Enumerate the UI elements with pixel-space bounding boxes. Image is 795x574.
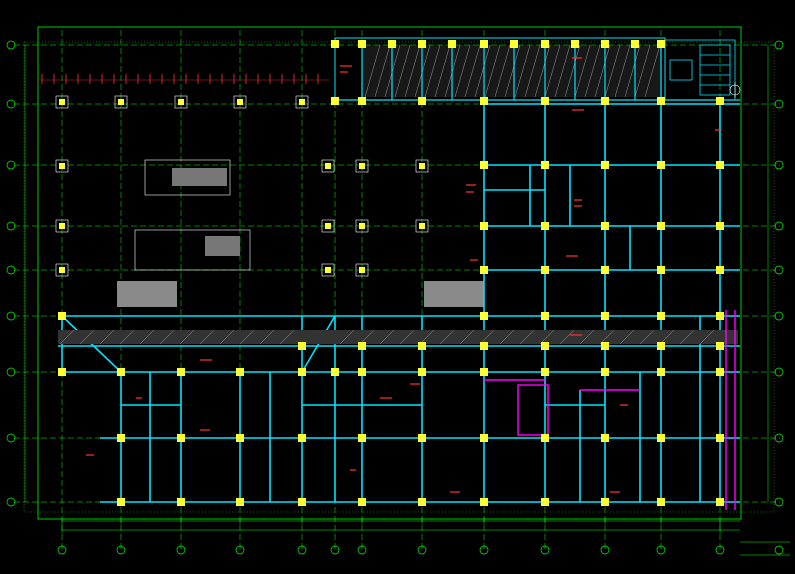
- pile-caps: [55, 95, 429, 277]
- section-details: [117, 159, 484, 307]
- shear-walls: [484, 310, 736, 510]
- title-block: [740, 541, 790, 556]
- inner-frame: [23, 41, 775, 513]
- rebar-annotations: [86, 57, 722, 493]
- dimension-lines: [24, 45, 769, 533]
- top-slab-hatch: [334, 37, 740, 101]
- columns: [58, 40, 724, 506]
- north-arrow-icon: [729, 82, 741, 98]
- drawing-frame: [37, 26, 742, 520]
- grid-bubble-icon: [6, 40, 784, 555]
- rebar-markers: [38, 74, 330, 84]
- stair-core: [664, 39, 736, 101]
- retaining-wall-band: [58, 329, 738, 345]
- drawing-title-block: [740, 545, 790, 559]
- beams: [58, 103, 740, 503]
- pile-cap-cores: [59, 99, 425, 273]
